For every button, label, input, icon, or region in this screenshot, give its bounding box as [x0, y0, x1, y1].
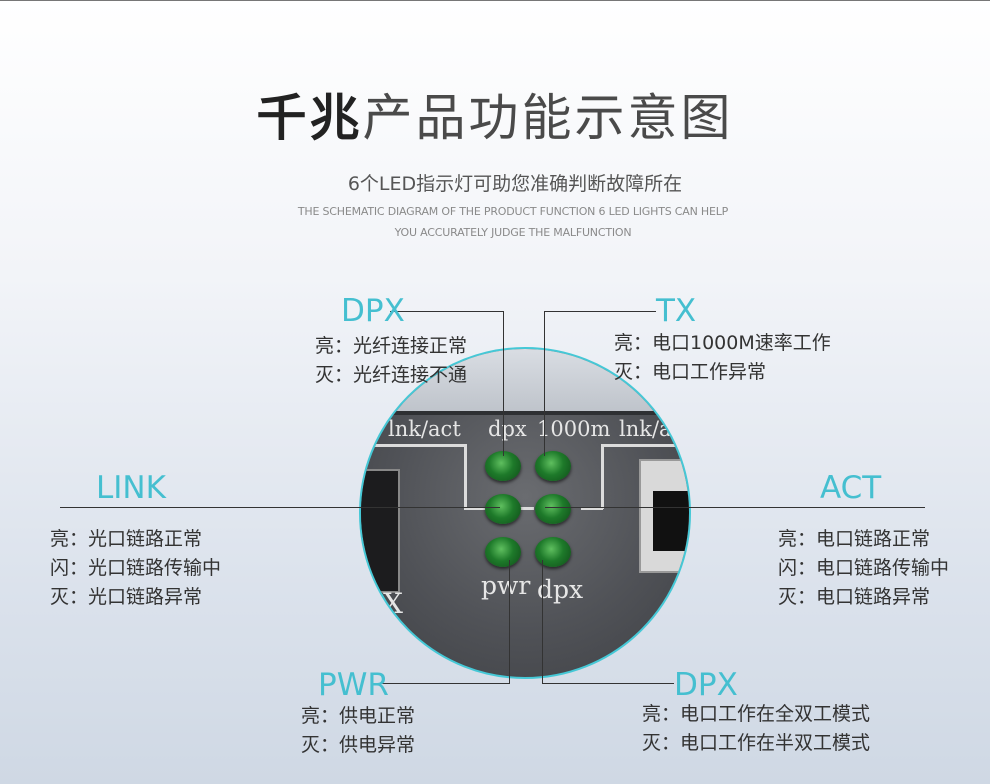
- silk-line: [601, 444, 604, 509]
- leader-dpx-bottom-v: [542, 560, 543, 684]
- label-dpx-copper: DPX: [674, 667, 738, 703]
- desc-tx-on: 亮：电口1000M速率工作: [614, 332, 831, 354]
- led-pwr: [485, 537, 521, 567]
- leader-dpx-bottom-h: [542, 683, 674, 684]
- desc-dpx-fiber-off: 灭：光纤连接不通: [315, 364, 468, 386]
- desc-dpx-fiber: 亮：光纤连接正常 灭：光纤连接不通: [315, 332, 467, 390]
- desc-dpx-fiber-on: 亮：光纤连接正常: [315, 335, 468, 357]
- leader-tx-v: [544, 311, 545, 456]
- desc-act-on: 亮：电口链路正常: [778, 528, 931, 550]
- leader-pwr-v: [509, 560, 510, 684]
- desc-link-blink: 闪：光口链路传输中: [50, 557, 222, 579]
- silk-x: X: [383, 587, 403, 620]
- english-subtitle-line2: YOU ACCURATELY JUDGE THE MALFUNCTION: [394, 226, 632, 239]
- silk-lnk-act-left: lnk/act: [388, 417, 461, 441]
- leader-tx-h: [544, 311, 656, 312]
- silk-line: [464, 444, 467, 509]
- desc-act-blink: 闪：电口链路传输中: [778, 557, 950, 579]
- desc-dpx-copper: 亮：电口工作在全双工模式 灭：电口工作在半双工模式: [642, 700, 870, 758]
- subtitle: 6个LED指示灯可助您准确判断故障所在: [347, 173, 683, 195]
- desc-dpx-copper-on: 亮：电口工作在全双工模式: [642, 703, 871, 725]
- title-rest: 产品功能示意图: [362, 89, 734, 147]
- desc-pwr-off: 灭：供电异常: [301, 734, 416, 756]
- fiber-port: [361, 469, 400, 593]
- desc-act-off: 灭：电口链路异常: [778, 586, 931, 608]
- english-subtitle-line1: THE SCHEMATIC DIAGRAM OF THE PRODUCT FUN…: [297, 205, 729, 218]
- desc-link-off: 灭：光口链路异常: [50, 586, 203, 608]
- silk-lnk-act-right: lnk/a: [619, 417, 672, 441]
- led-dpx-fiber: [485, 451, 521, 481]
- label-dpx-fiber: DPX: [341, 293, 405, 329]
- title-bold: 千兆: [256, 89, 363, 147]
- leader-act-h: [545, 507, 925, 508]
- silk-line: [601, 444, 689, 447]
- silk-dpx-bottom: dpx: [537, 575, 584, 604]
- leader-dpx-top-v: [503, 311, 504, 456]
- desc-link: 亮：光口链路正常 闪：光口链路传输中 灭：光口链路异常: [50, 525, 221, 612]
- label-tx: TX: [656, 293, 697, 329]
- top-border: [0, 0, 990, 1]
- label-pwr: PWR: [318, 667, 389, 703]
- device-closeup: lnk/act dpx 1000m lnk/a pwr dpx X: [359, 347, 691, 679]
- silk-line: [581, 507, 603, 510]
- device-top-panel: [361, 349, 689, 411]
- label-act: ACT: [820, 470, 882, 506]
- desc-tx: 亮：电口1000M速率工作 灭：电口工作异常: [614, 329, 831, 387]
- desc-dpx-copper-off: 灭：电口工作在半双工模式: [642, 732, 871, 754]
- desc-pwr-on: 亮：供电正常: [301, 705, 416, 727]
- desc-act: 亮：电口链路正常 闪：电口链路传输中 灭：电口链路异常: [778, 525, 949, 612]
- leader-link-h: [60, 507, 500, 508]
- desc-pwr: 亮：供电正常 灭：供电异常: [301, 702, 415, 760]
- silk-1000m: 1000m: [537, 417, 611, 441]
- desc-tx-off: 灭：电口工作异常: [614, 361, 767, 383]
- silk-dpx: dpx: [488, 417, 527, 441]
- leader-dpx-top-h: [390, 311, 504, 312]
- led-tx: [535, 451, 571, 481]
- led-link: [485, 494, 521, 524]
- device-edge: [361, 411, 689, 415]
- led-act: [535, 494, 571, 524]
- led-dpx-copper: [535, 537, 571, 567]
- silk-pwr: pwr: [481, 571, 531, 600]
- silk-line: [361, 444, 466, 447]
- label-link: LINK: [96, 470, 166, 506]
- page-title: 千兆产品功能示意图: [0, 88, 990, 148]
- desc-link-on: 亮：光口链路正常: [50, 528, 203, 550]
- rj45-port: [639, 459, 689, 573]
- leader-pwr-h: [380, 683, 510, 684]
